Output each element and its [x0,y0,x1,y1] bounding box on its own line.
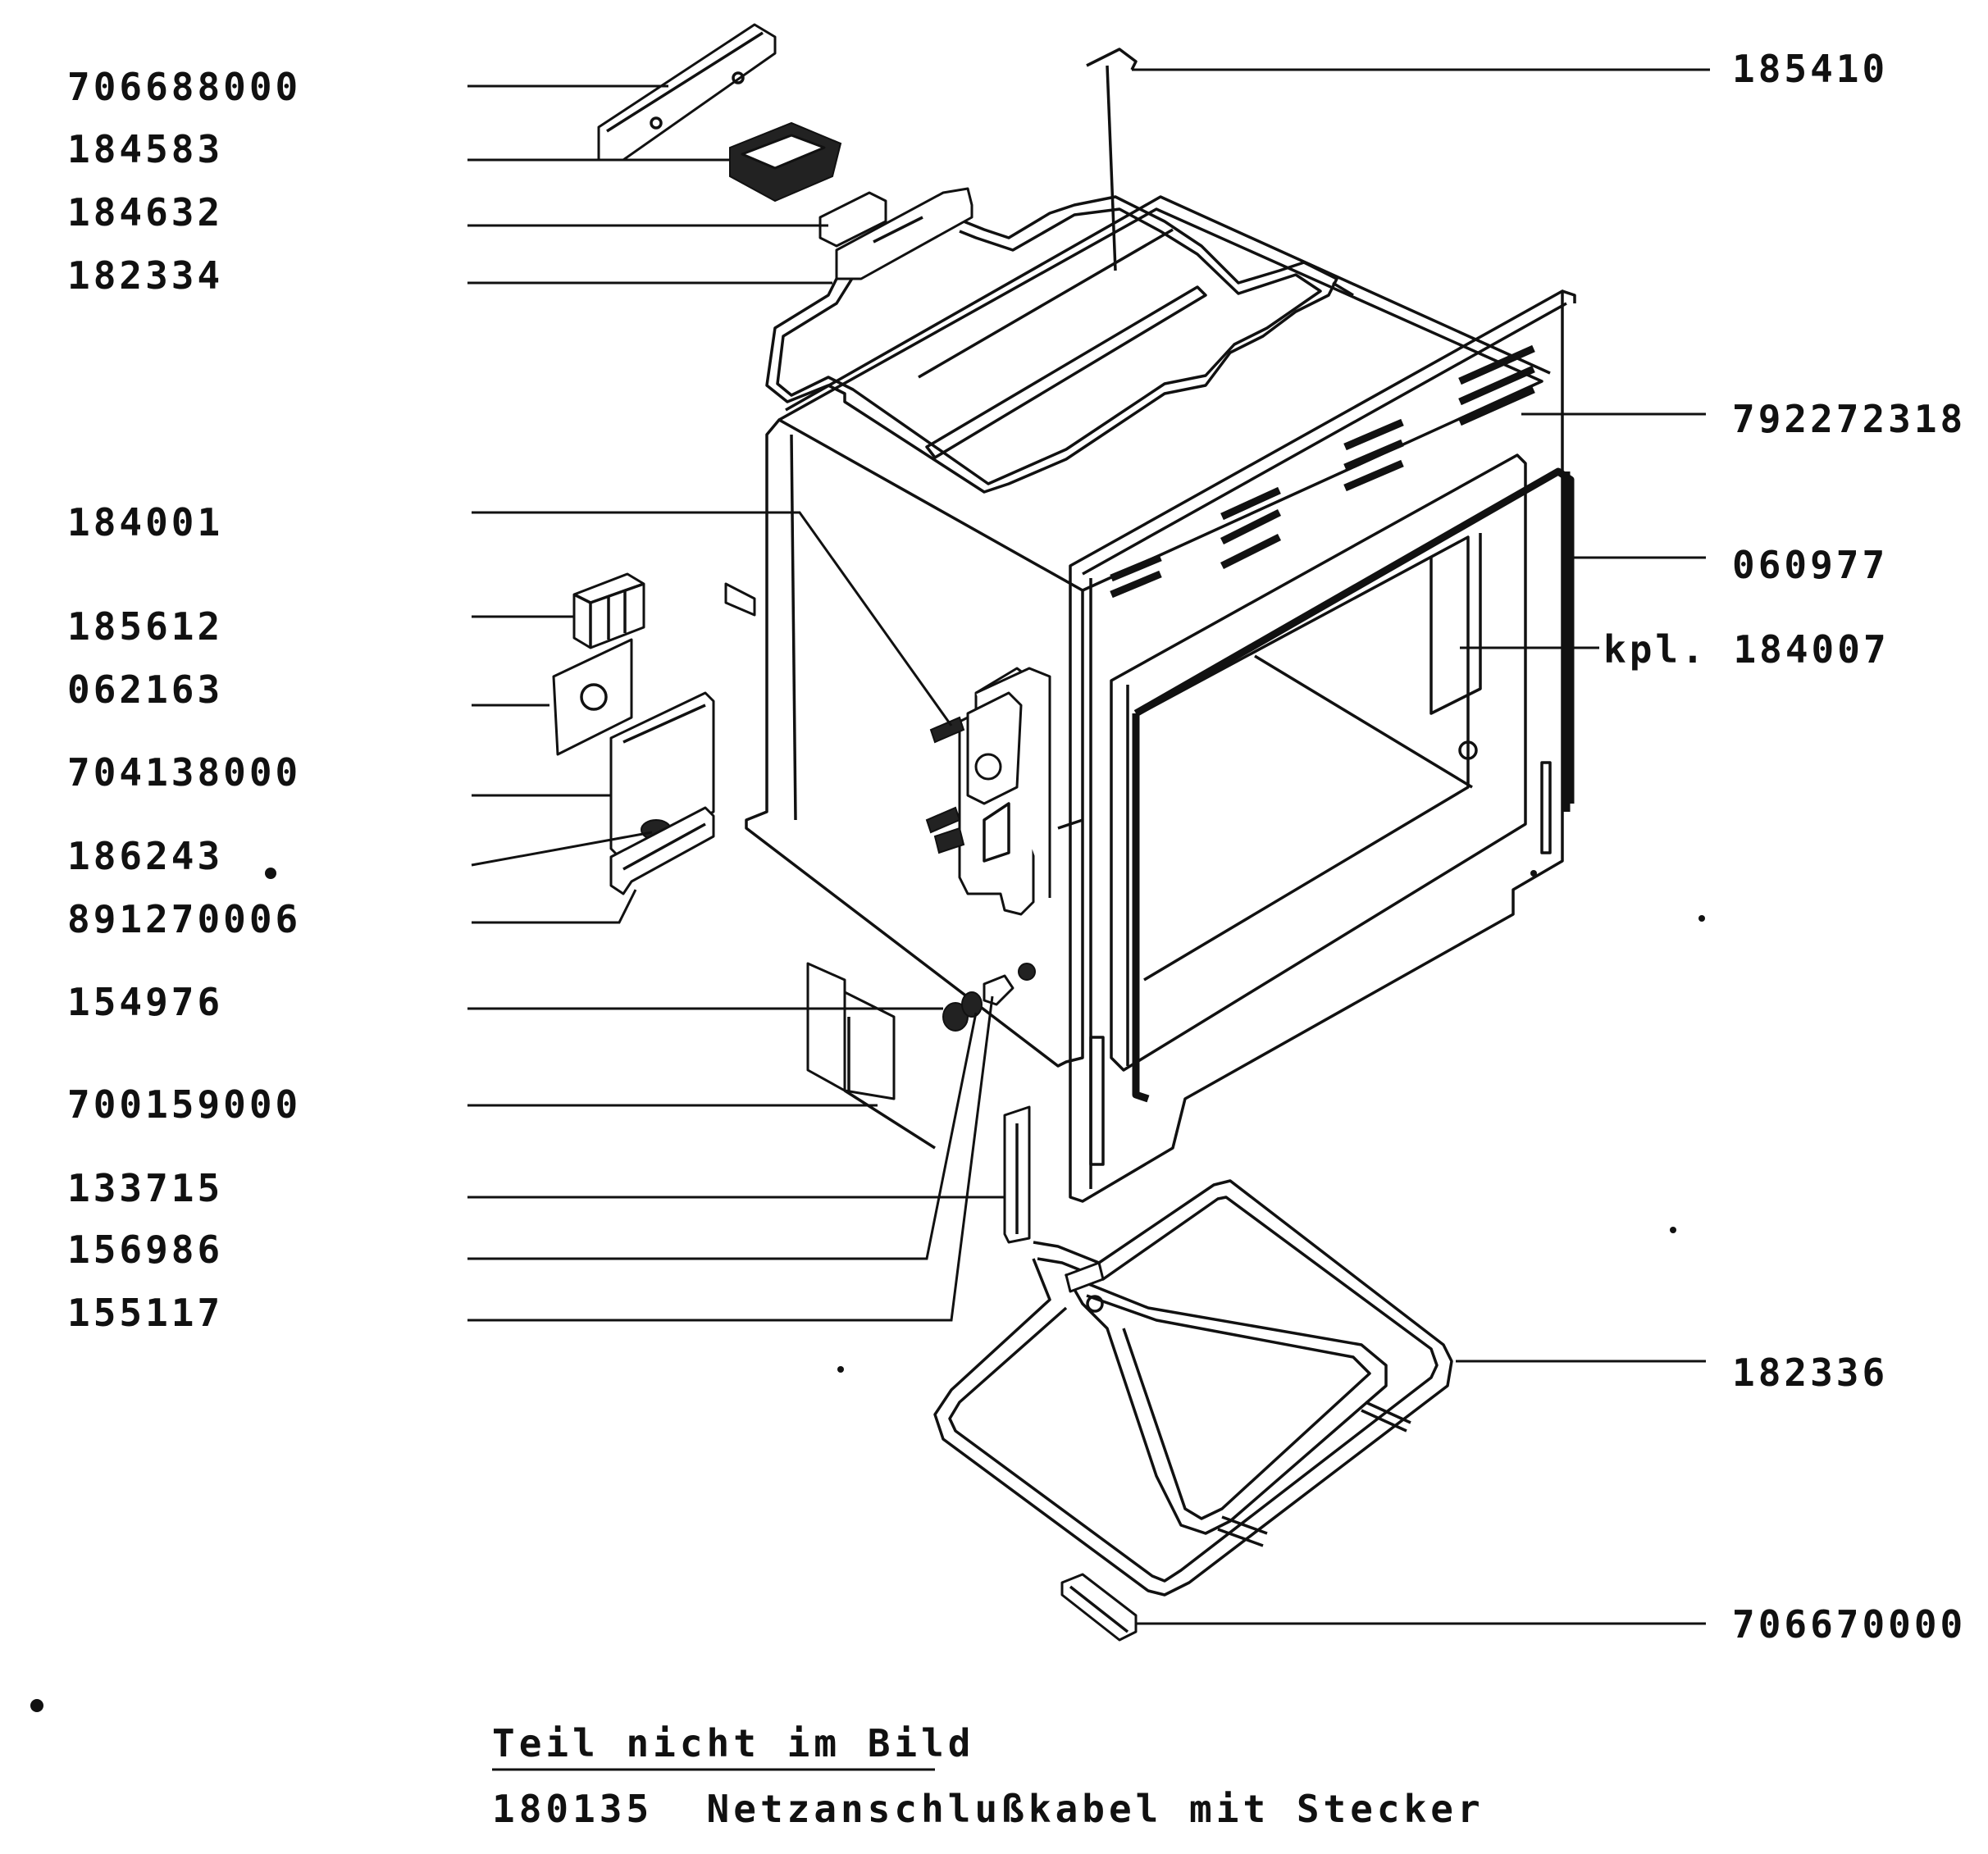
part-184001 [925,667,1083,916]
label-182336: 182336 [1732,1351,1888,1395]
label-891270006: 891270006 [67,897,301,941]
label-184001: 184001 [67,500,223,544]
label-060977: 060977 [1732,543,1888,587]
bottom-heating-element [933,1179,1453,1597]
label-185612: 185612 [67,604,223,649]
label-792272318: 792272318 [1732,397,1966,441]
label-704138000: 704138000 [67,750,301,795]
note-heading: Teil nicht im Bild [492,1721,975,1765]
label-185410: 185410 [1732,47,1888,91]
label-706688000: 706688000 [67,65,301,109]
oven-muffle [745,195,1576,1203]
label-182334: 182334 [67,253,223,298]
part-133715 [1003,1105,1031,1244]
label-184632: 184632 [67,190,223,235]
label-184583: 184583 [67,127,223,171]
part-185612 [572,572,645,649]
part-184632 [818,187,973,280]
label-186243: 186243 [67,834,223,878]
parts-not-shown-note: Teil nicht im Bild 180135 Netzanschlußka… [492,1721,1484,1831]
note-line-1: 180135 Netzanschlußkabel mit Stecker [492,1787,1484,1831]
part-706670000 [1060,1573,1138,1642]
part-labels-right: 185410 792272318 060977 kpl. 184007 1823… [1603,47,1966,1647]
label-700159000: 700159000 [67,1082,301,1127]
part-700159000 [806,962,936,1150]
part-184583 [729,121,842,203]
label-155117: 155117 [67,1291,223,1335]
scan-speckles [30,868,1705,1712]
side-bracket [724,582,756,617]
part-184007 [1332,281,1354,297]
leader-lines [467,68,1710,1625]
label-156986: 156986 [67,1228,223,1272]
label-706670000: 706670000 [1732,1602,1966,1647]
label-154976: 154976 [67,980,223,1024]
part-891270006 [609,806,715,895]
vent-slots [1110,344,1535,599]
part-062163 [552,638,633,756]
part-labels-left: 706688000 184583 184632 182334 184001 18… [67,65,301,1335]
label-133715: 133715 [67,1166,223,1210]
label-184007: kpl. 184007 [1603,627,1890,672]
door-seal [1132,467,1575,1103]
part-706688000 [597,23,777,162]
part-185410 [1086,48,1138,271]
label-062163: 062163 [67,667,223,712]
